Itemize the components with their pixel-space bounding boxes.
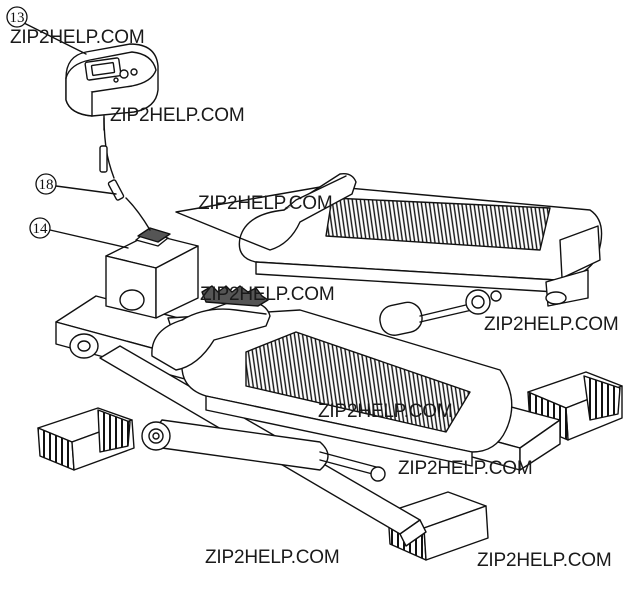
callout-18-circle (35, 173, 57, 195)
watermark-text: ZIP2HELP.COM (205, 547, 340, 568)
callout-13: 13 (6, 6, 28, 28)
callout-14-label: 14 (33, 221, 49, 237)
watermark-text: ZIP2HELP.COM (198, 193, 333, 214)
sensor-cable (99, 117, 151, 231)
watermark-text: ZIP2HELP.COM (398, 458, 533, 479)
pivot-spring (201, 285, 269, 307)
watermark-text: ZIP2HELP.COM (477, 550, 612, 571)
watermark-text: ZIP2HELP.COM (10, 27, 145, 48)
watermark-text: ZIP2HELP.COM (110, 105, 245, 126)
callout-13-label: 13 (10, 10, 25, 26)
watermark-text: ZIP2HELP.COM (318, 401, 453, 422)
console-housing (105, 227, 199, 319)
callout-18: 18 (35, 173, 57, 195)
callout-18-label: 18 (39, 177, 54, 193)
callout-leaders (21, 21, 129, 249)
rear-shock-cylinder (379, 289, 502, 336)
callout-14: 14 (29, 217, 51, 239)
front-pedal (151, 299, 513, 467)
rear-right-foot (527, 371, 623, 441)
watermark-text: ZIP2HELP.COM (200, 284, 335, 305)
front-left-foot (37, 407, 135, 471)
exercise-monitor (65, 43, 159, 131)
front-shock-cylinder (141, 419, 386, 482)
callout-14-circle (29, 217, 51, 239)
watermark-text: ZIP2HELP.COM (484, 314, 619, 335)
rear-pedal (175, 172, 603, 307)
callout-13-circle (6, 6, 28, 28)
